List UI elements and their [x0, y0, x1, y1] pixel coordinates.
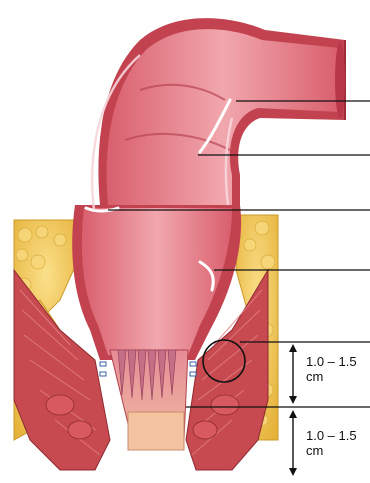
anal-canal: [100, 350, 196, 450]
measurement-label-lower: 1.0 – 1.5 cm: [306, 428, 357, 458]
measurement-arrows: [289, 344, 297, 476]
sigmoid-colon: [98, 18, 345, 205]
rectal-ampulla: [72, 205, 241, 360]
measurement-label-upper: 1.0 – 1.5 cm: [306, 354, 357, 384]
